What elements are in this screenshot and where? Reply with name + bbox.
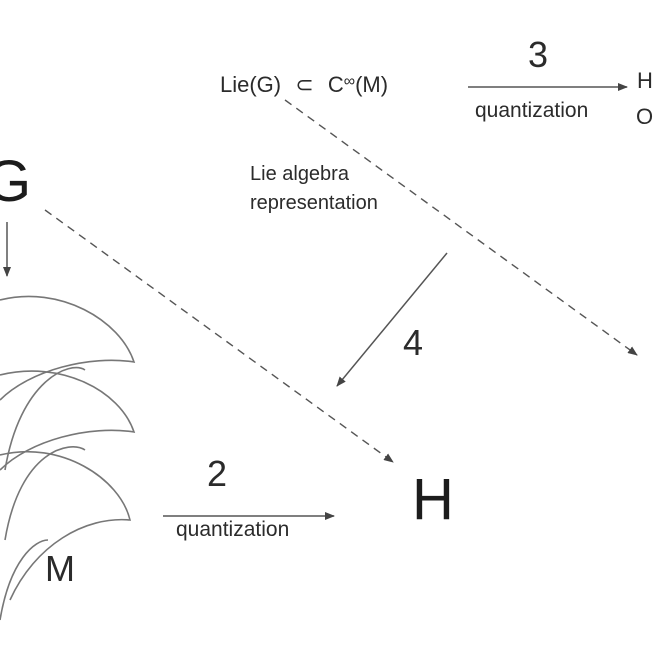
- manifold-petal-2: [0, 370, 136, 471]
- lie-algebra-expression: Lie(G) ⊂ C∞(M): [220, 72, 388, 98]
- manifold-petals: [0, 295, 136, 621]
- representation-arrow-4: [336, 252, 448, 387]
- lie-g-text: Lie(G): [220, 72, 282, 97]
- group-label: G: [0, 149, 32, 214]
- manifold-label: M: [45, 548, 75, 589]
- manifold-petal-inner-2: [4, 446, 86, 541]
- operators-edge-bottom: O: [636, 104, 654, 129]
- manifold-petal-1: [0, 295, 136, 401]
- manifold-petal-inner-1: [4, 366, 86, 471]
- hilbert-edge-top: H: [637, 68, 653, 93]
- lie-algebra-representation-label: Lie algebra representation: [250, 160, 378, 218]
- step2-quantization-label: quantization: [176, 518, 290, 541]
- subset-symbol: ⊂: [295, 72, 314, 97]
- c-symbol: C: [327, 72, 344, 97]
- c-arg-text: (M): [355, 72, 389, 97]
- step3-number: 3: [528, 34, 549, 75]
- step4-number: 4: [403, 322, 424, 363]
- rep-line-1: Lie algebra: [250, 163, 349, 185]
- lie-to-operators-dashed-arrow: [284, 99, 638, 356]
- manifold-petal-3: [0, 450, 132, 601]
- manifold-petal-inner-3: [0, 539, 49, 621]
- step3-quantization-label: quantization: [475, 99, 589, 122]
- group-to-hilbert-dashed-arrow: [44, 209, 394, 463]
- infinity-symbol: ∞: [343, 73, 356, 90]
- hilbert-space-label: H: [412, 467, 454, 532]
- step2-number: 2: [207, 453, 228, 494]
- rep-line-2: representation: [250, 192, 378, 214]
